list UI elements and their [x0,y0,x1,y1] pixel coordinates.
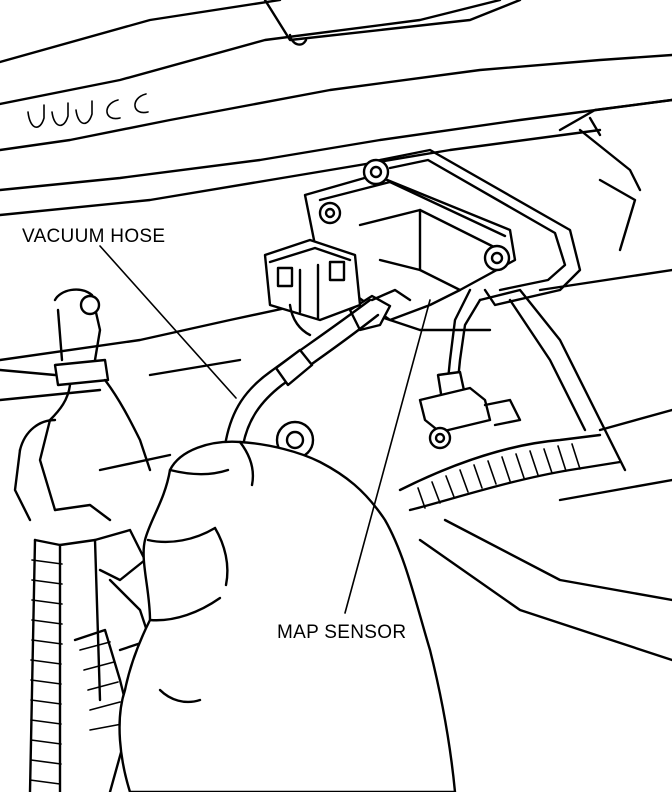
vacuum-hose [220,298,380,462]
technician-hand [118,440,457,792]
corrugated-hose [398,433,622,512]
intake-manifold [0,128,672,662]
map-sensor-label: MAP SENSOR [277,622,406,643]
vacuum-hose-label: VACUUM HOSE [22,226,165,247]
electrical-connector [263,238,362,337]
map-sensor-leader-line [344,299,431,614]
hood-panel [0,0,672,217]
vacuum-hose-leader-line [99,245,237,399]
vacuum-line-fitting [418,288,522,450]
coolant-pipe [0,288,152,522]
